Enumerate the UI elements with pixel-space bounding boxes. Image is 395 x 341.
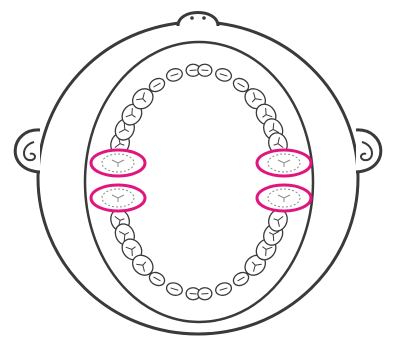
upper-tooth-6 — [165, 67, 184, 83]
highlight-lower-patient-right — [91, 185, 145, 211]
ear-right-icon — [356, 130, 381, 172]
highlight-upper-patient-left — [257, 150, 311, 176]
lower-tooth-6 — [165, 281, 184, 297]
teeth-group — [108, 64, 290, 300]
upper-tooth-9 — [214, 67, 233, 83]
nose-icon — [178, 13, 218, 27]
lower-tooth-8 — [197, 287, 212, 300]
highlight-lower-patient-left — [257, 185, 311, 211]
upper-tooth-8 — [197, 64, 212, 77]
highlight-group — [91, 150, 311, 211]
nostril-right — [202, 16, 206, 20]
nostril-left — [190, 16, 194, 20]
ear-left-icon — [15, 130, 40, 172]
highlight-upper-patient-right — [91, 150, 145, 176]
lower-tooth-9 — [214, 281, 233, 297]
mouth-opening — [85, 42, 313, 322]
